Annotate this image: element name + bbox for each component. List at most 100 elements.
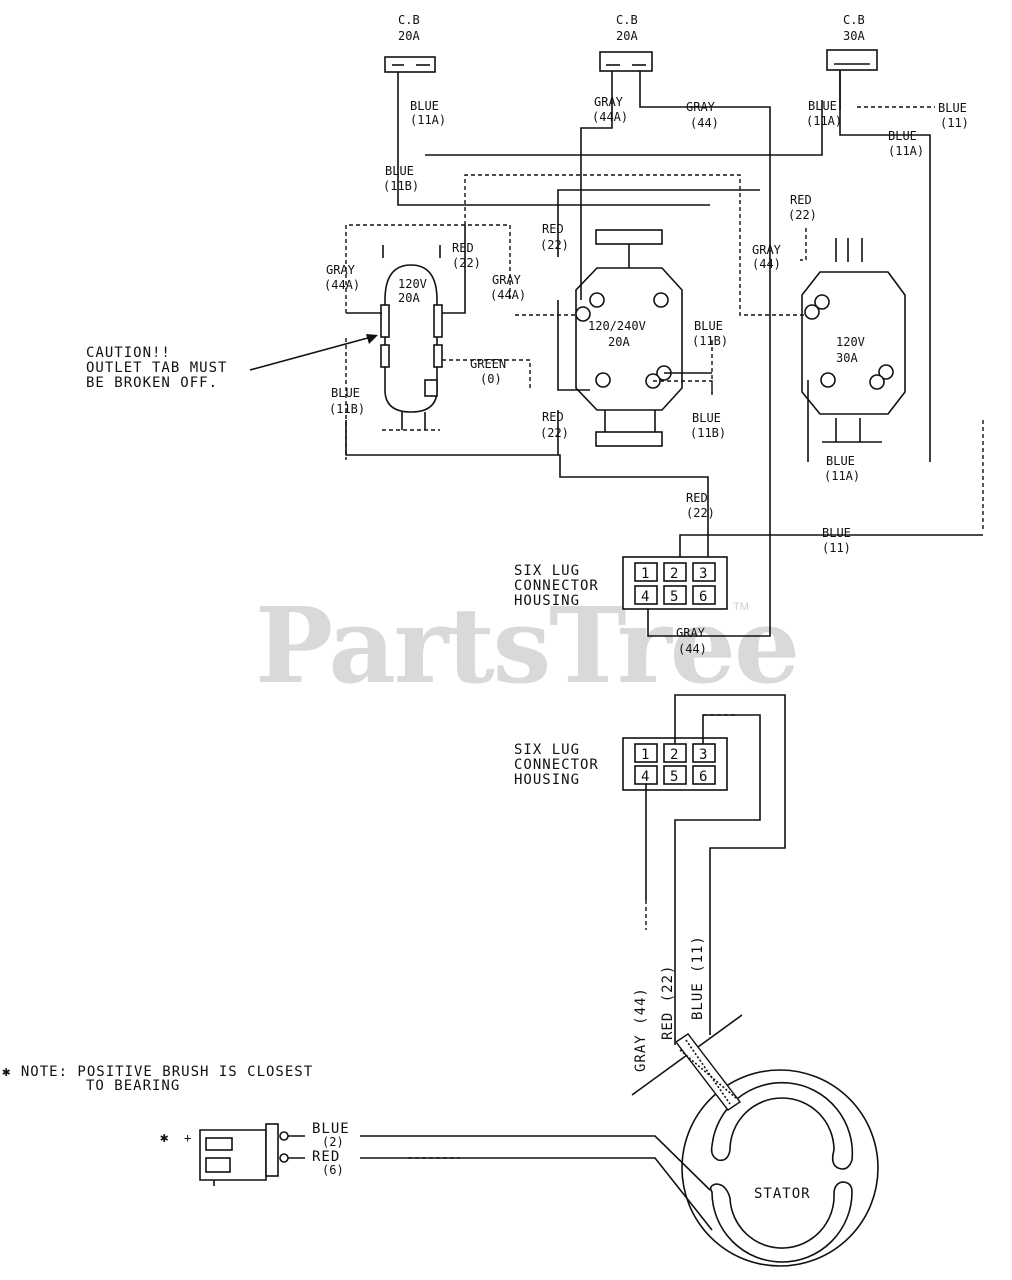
connector-1-title-3: HOUSING (514, 593, 580, 609)
label-red-22-mid: RED (542, 222, 564, 236)
caution-line-3: BE BROKEN OFF. (86, 375, 218, 391)
label-blue-11b-r1-code: (11B) (692, 334, 728, 348)
label-red-22-mid-code: (22) (540, 238, 569, 252)
label-green-0: GREEN (470, 357, 506, 371)
label-gray-44-mid: GRAY (752, 243, 782, 257)
label-blue-11-conn: BLUE (822, 526, 851, 540)
twist-outlet-rating: 20A (608, 335, 630, 349)
connector-1-title-1: SIX LUG (514, 563, 580, 579)
label-red-22-right: RED (790, 193, 812, 207)
connector-housing-2: SIX LUG CONNECTOR HOUSING 1 2 3 4 5 6 (514, 737, 728, 791)
label-blue-11b-r2: BLUE (692, 411, 721, 425)
brush-assembly: ✱ + (160, 1123, 305, 1186)
label-red-22-low-code: (22) (540, 426, 569, 440)
stator-lead-blue: BLUE (11) (690, 935, 706, 1020)
label-red-6: RED (312, 1149, 340, 1165)
label-blue-2-code: (2) (322, 1135, 344, 1149)
connector-2-pin-5: 5 (670, 769, 679, 785)
label-gray-44-top: GRAY (686, 100, 716, 114)
label-gray-44-top-code: (44) (690, 116, 719, 130)
label-blue-11a-b: BLUE (808, 99, 837, 113)
breaker-1-title: C.B (398, 13, 420, 27)
label-blue-11a-a-code: (11A) (410, 113, 446, 127)
watermark-tm: TM (733, 601, 749, 613)
label-gray-44a-top-code: (44A) (592, 110, 628, 124)
brush-note: ✱ NOTE: POSITIVE BRUSH IS CLOSEST TO BEA… (2, 1064, 313, 1094)
connector-2-pin-3: 3 (699, 747, 708, 763)
brush-wire-labels: BLUE (2) RED (6) (312, 1121, 350, 1177)
label-gray-44a-left: GRAY (326, 263, 356, 277)
label-blue-11a-c-code: (11A) (888, 144, 924, 158)
label-blue-11-top: BLUE (938, 101, 967, 115)
label-blue-11a-low: BLUE (826, 454, 855, 468)
connector-2-title-1: SIX LUG (514, 742, 580, 758)
connector-housing-1: SIX LUG CONNECTOR HOUSING 1 2 3 4 5 6 (514, 556, 728, 610)
connector-1-pin-4: 4 (641, 589, 650, 605)
breaker-2: C.B 20A (599, 13, 653, 72)
label-blue-11a-a: BLUE (410, 99, 439, 113)
connector-1-pin-3: 3 (699, 566, 708, 582)
connector-2-pin-6: 6 (699, 769, 708, 785)
stator: STATOR (631, 1014, 879, 1267)
breaker-3-rating: 30A (843, 29, 865, 43)
label-blue-11a-b-code: (11A) (806, 114, 842, 128)
caution-line-1: CAUTION!! (86, 345, 171, 361)
brush-pole: + (184, 1131, 191, 1145)
wire-labels: BLUE (11A) GRAY (44A) GRAY (44) BLUE (11… (324, 95, 969, 656)
label-red-22-low: RED (542, 410, 564, 424)
brush-star: ✱ (160, 1130, 169, 1146)
note-line-2: TO BEARING (86, 1078, 180, 1094)
label-gray-44a-left-code: (44A) (324, 278, 360, 292)
connector-1-pin-2: 2 (670, 566, 679, 582)
label-red-22-right-code: (22) (788, 208, 817, 222)
breaker-3: C.B 30A (826, 13, 878, 71)
duplex-outlet-voltage: 120V (398, 277, 427, 291)
connector-1-pin-5: 5 (670, 589, 679, 605)
duplex-outlet-rating: 20A (398, 291, 420, 305)
label-red-22-left-code: (22) (452, 256, 481, 270)
label-blue-2: BLUE (312, 1121, 350, 1137)
stator-label: STATOR (754, 1186, 811, 1202)
label-blue-11a-low-code: (11A) (824, 469, 860, 483)
stator-lead-gray: GRAY (44) (633, 987, 649, 1072)
twist-outlet-voltage: 120/240V (588, 319, 646, 333)
label-blue-11b-left-code: (11B) (329, 402, 365, 416)
breaker-2-title: C.B (616, 13, 638, 27)
label-red-22-conn-code: (22) (686, 506, 715, 520)
breaker-1: C.B 20A (384, 13, 436, 73)
connector-2-title-2: CONNECTOR (514, 757, 599, 773)
breaker-3-title: C.B (843, 13, 865, 27)
single-outlet-120v-30a: 120V 30A (801, 238, 906, 443)
caution-line-2: OUTLET TAB MUST (86, 360, 227, 376)
stator-lead-labels: GRAY (44) RED (22) BLUE (11) (633, 935, 706, 1072)
label-blue-11-top-code: (11) (940, 116, 969, 130)
label-gray-44a-top: GRAY (594, 95, 624, 109)
duplex-outlet-120v: 120V 20A (380, 264, 443, 413)
label-green-0-code: (0) (480, 372, 502, 386)
connector-2-pin-1: 1 (641, 747, 650, 763)
breaker-1-rating: 20A (398, 29, 420, 43)
label-blue-11b-top: BLUE (385, 164, 414, 178)
label-gray-44a-mid: GRAY (492, 273, 522, 287)
breaker-2-rating: 20A (616, 29, 638, 43)
label-blue-11b-r2-code: (11B) (690, 426, 726, 440)
label-blue-11a-c: BLUE (888, 129, 917, 143)
label-blue-11b-r1: BLUE (694, 319, 723, 333)
connector-1-title-2: CONNECTOR (514, 578, 599, 594)
note-line-1: ✱ NOTE: POSITIVE BRUSH IS CLOSEST (2, 1064, 313, 1080)
single-outlet-voltage: 120V (836, 335, 865, 349)
connector-1-pin-1: 1 (641, 566, 650, 582)
stator-lead-red: RED (22) (660, 965, 676, 1040)
label-blue-11-conn-code: (11) (822, 541, 851, 555)
label-red-22-left: RED (452, 241, 474, 255)
connector-1-pin-6: 6 (699, 589, 708, 605)
label-red-6-code: (6) (322, 1163, 344, 1177)
label-blue-11b-top-code: (11B) (383, 179, 419, 193)
twist-lock-outlet-120-240v: 120/240V 20A (575, 229, 683, 447)
connector-2-title-3: HOUSING (514, 772, 580, 788)
label-gray-44-conn-code: (44) (678, 642, 707, 656)
label-red-22-conn: RED (686, 491, 708, 505)
caution-note: CAUTION!! OUTLET TAB MUST BE BROKEN OFF. (86, 345, 227, 391)
connector-2-pin-4: 4 (641, 769, 650, 785)
